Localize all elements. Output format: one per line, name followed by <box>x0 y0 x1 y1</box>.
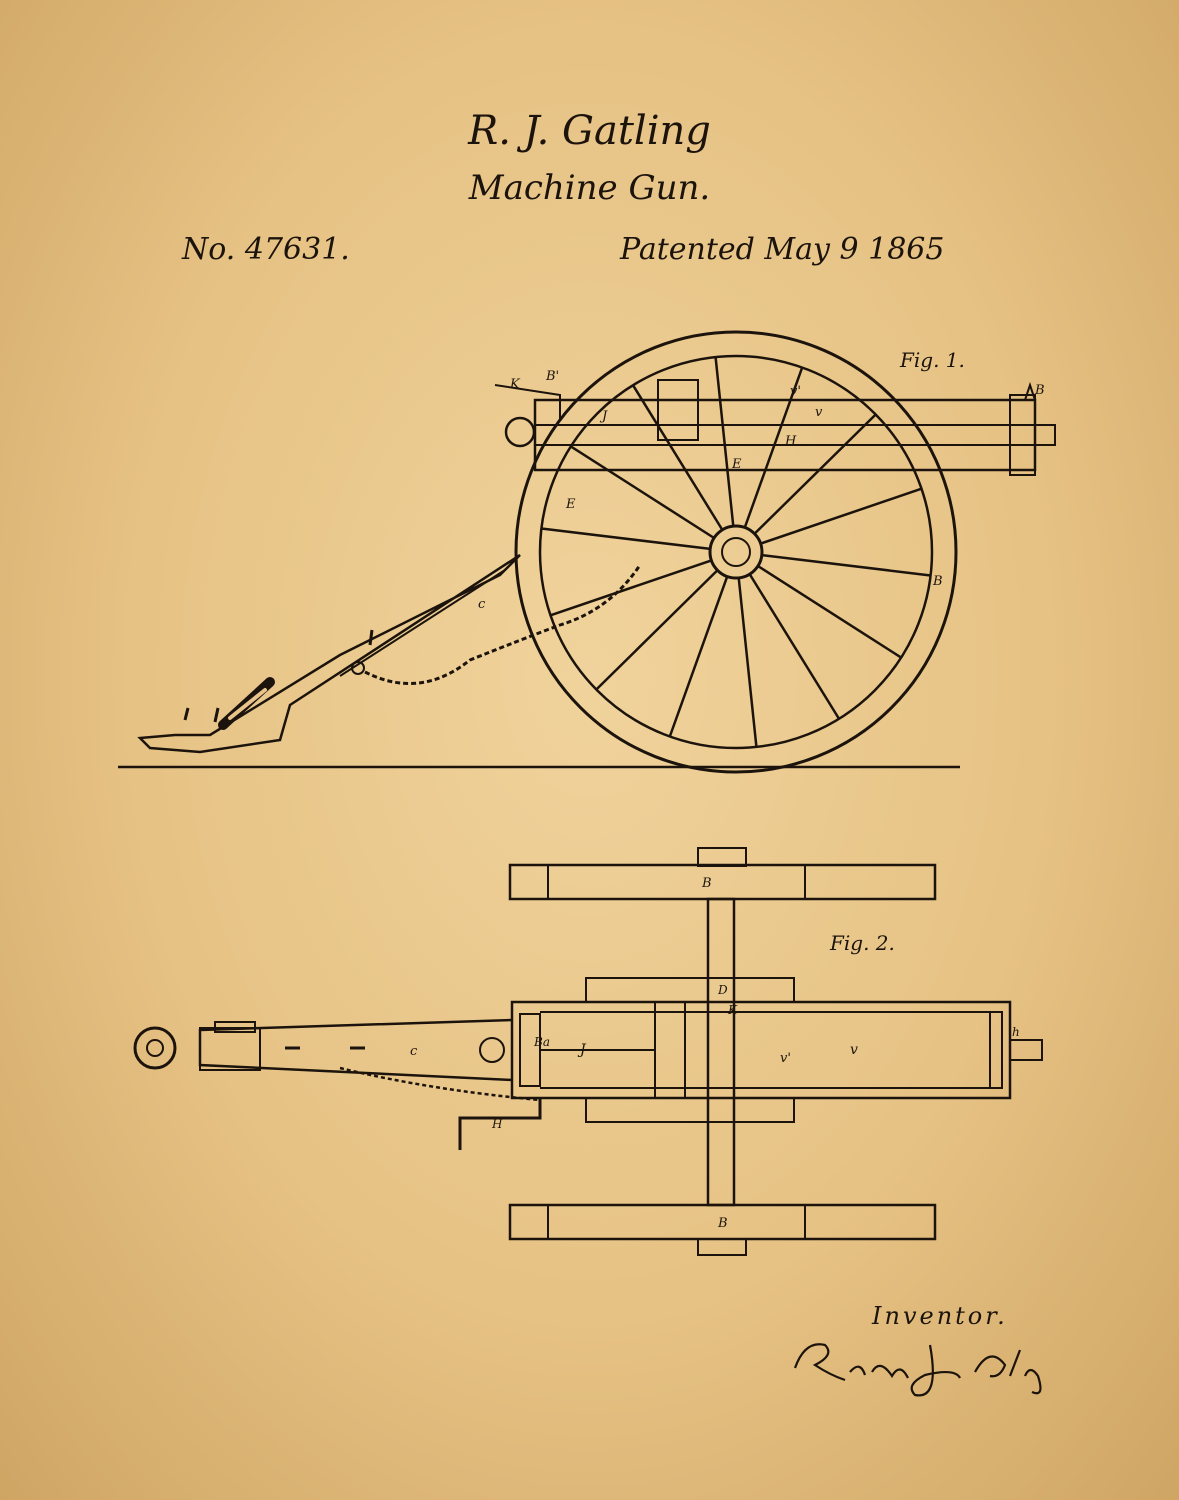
upper-side-plate <box>585 977 795 1003</box>
trail-top-view: c <box>133 1018 542 1150</box>
fig2-label-B-top: B <box>701 876 712 891</box>
axle <box>706 897 736 1207</box>
fig1-label-K: K <box>509 377 521 392</box>
fig2-label-h: h <box>1012 1025 1020 1039</box>
fig1-label-v: v <box>815 405 823 420</box>
wheel-spoke <box>753 413 877 535</box>
wheel-spoke <box>668 576 729 737</box>
barrel-assembly-side: K B' J v' v H B E E c <box>478 369 1056 612</box>
fig1-label-v-prime: v' <box>790 384 801 399</box>
wheel-spoke <box>631 384 724 531</box>
wheel-spoke <box>757 564 902 659</box>
wheel-spoke <box>760 487 922 545</box>
fig2-label-c: c <box>410 1044 418 1059</box>
bottom-wheel: B <box>508 1203 937 1256</box>
fig2-label-v-prime: v' <box>780 1051 791 1066</box>
patent-subtitle: Machine Gun. <box>468 168 711 208</box>
fig1-label-E-crank: E <box>731 457 742 472</box>
fig2-label-v: v <box>850 1042 858 1058</box>
figure-1-side-view: Fig. 1. <box>118 330 1056 774</box>
fig2-label-Ba: Ba <box>533 1035 550 1049</box>
fig1-label-J: J <box>599 409 608 424</box>
wheel-spoke <box>570 445 715 540</box>
fig2-label-B-bottom: B <box>717 1216 728 1231</box>
fig1-label-H: H <box>784 434 797 449</box>
fig2-label-H: H <box>491 1117 503 1131</box>
patent-title: R. J. Gatling <box>468 108 711 154</box>
chain <box>364 564 642 685</box>
trail <box>137 553 521 754</box>
fig2-label-J: J <box>577 1042 587 1058</box>
lower-side-plate <box>585 1097 795 1123</box>
wheel-spoke <box>595 569 719 691</box>
wheel-spoke <box>714 356 735 527</box>
patent-date: Patented May 9 1865 <box>620 232 945 267</box>
wheel-spoke <box>748 573 841 720</box>
fig2-label-K: K <box>727 1003 738 1017</box>
wheel-spoke <box>550 559 712 617</box>
inventor-signature <box>793 1343 1042 1397</box>
wheel-spoke <box>737 577 758 748</box>
wheel-spoke <box>761 553 931 577</box>
patent-number: No. 47631. <box>182 232 350 267</box>
barrel-housing-top: K h Ba J v' v H <box>491 1000 1043 1131</box>
figure-2-label: Fig. 2. <box>829 931 895 955</box>
inventor-label: Inventor. <box>872 1302 1008 1330</box>
wheel-spoke <box>541 527 711 551</box>
figure-2-top-view: Fig. 2. B B D <box>133 847 1043 1256</box>
wagon-wheel: B <box>514 330 958 774</box>
top-wheel: B <box>508 847 937 901</box>
fig1-label-B-barrel: B <box>1034 383 1045 398</box>
fig1-label-B-wheel: B <box>932 574 943 589</box>
fig1-label-c: c <box>478 597 486 612</box>
fig1-label-E: E <box>565 497 576 512</box>
wheel-spoke <box>743 367 804 528</box>
fig2-label-D: D <box>717 983 728 997</box>
figure-1-label: Fig. 1. <box>899 348 965 372</box>
fig1-label-B-prime: B' <box>545 369 559 384</box>
